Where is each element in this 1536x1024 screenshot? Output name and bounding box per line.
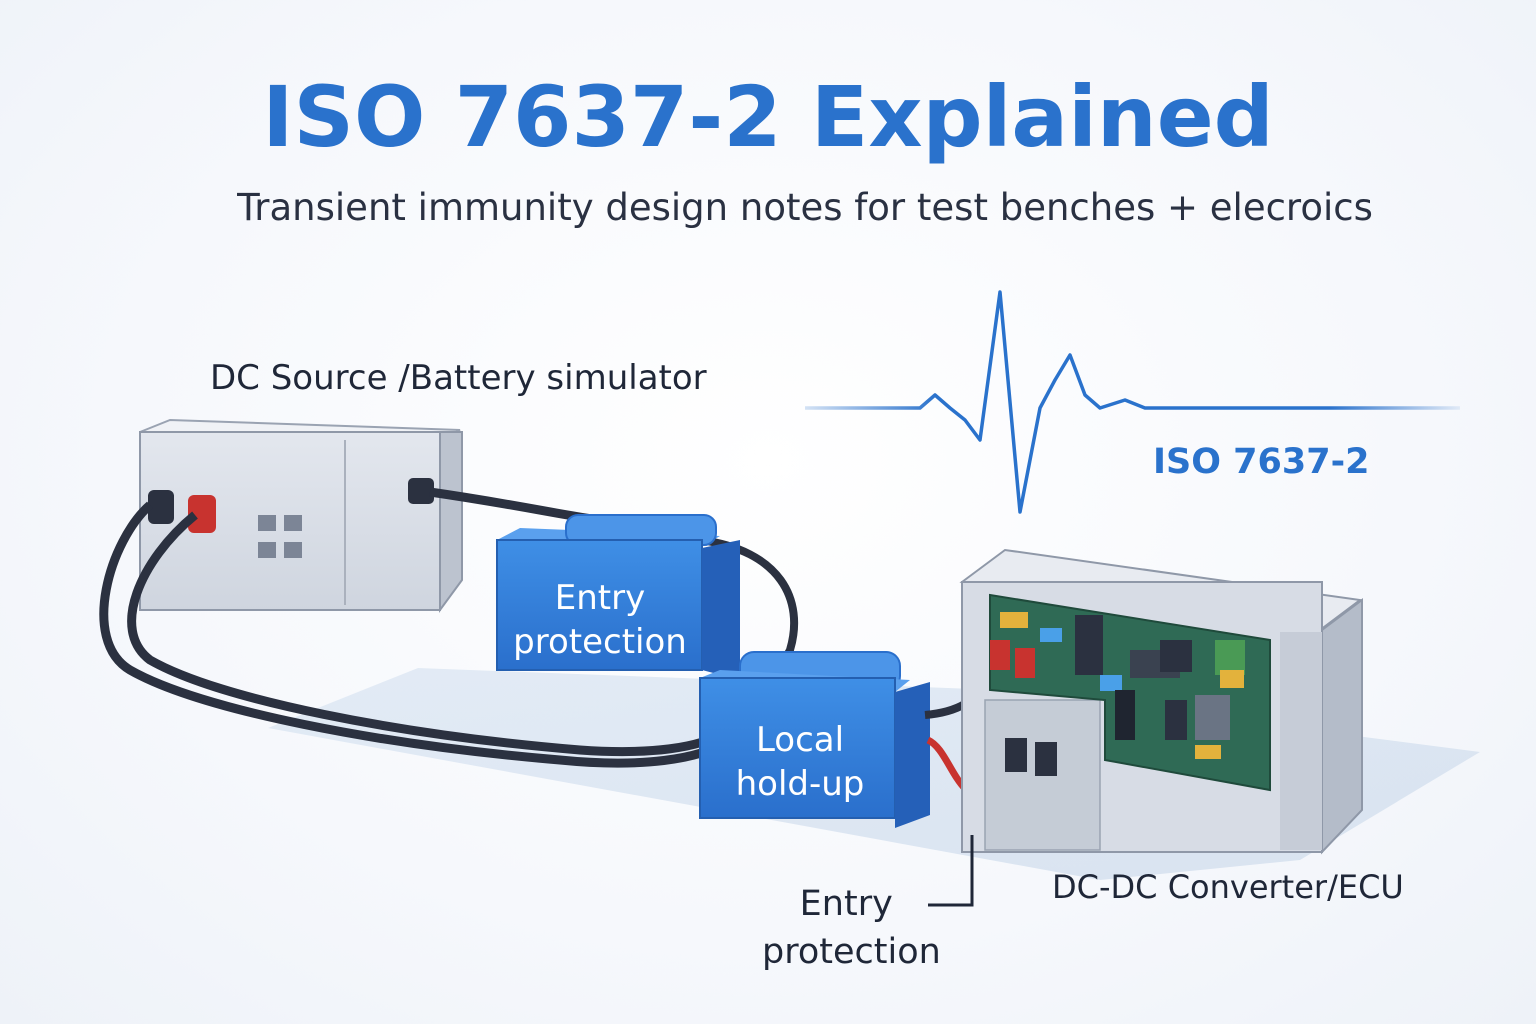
entry-protection-module (496, 514, 740, 680)
waveform-label: ISO 7637-2 (1153, 442, 1370, 482)
page-subtitle: Transient immunity design notes for test… (237, 186, 1373, 229)
cable-red-loop (127, 511, 728, 757)
transient-waveform (805, 290, 1460, 514)
ecu-label: DC-DC Converter/ECU (1052, 868, 1404, 906)
local-holdup-module (699, 651, 930, 828)
cable-black-loop (99, 501, 733, 768)
page-title: ISO 7637-2 Explained (262, 68, 1274, 166)
ecu-enclosure (959, 548, 1363, 855)
dc-source-box (139, 418, 463, 614)
entry-protection-label: Entry protection (513, 578, 687, 662)
dc-source-label: DC Source /Battery simulator (210, 358, 707, 398)
entry-protection-callout: Entry protection (762, 884, 941, 972)
entry-callout-leader (928, 835, 974, 907)
local-holdup-label: Local hold-up (735, 720, 865, 804)
